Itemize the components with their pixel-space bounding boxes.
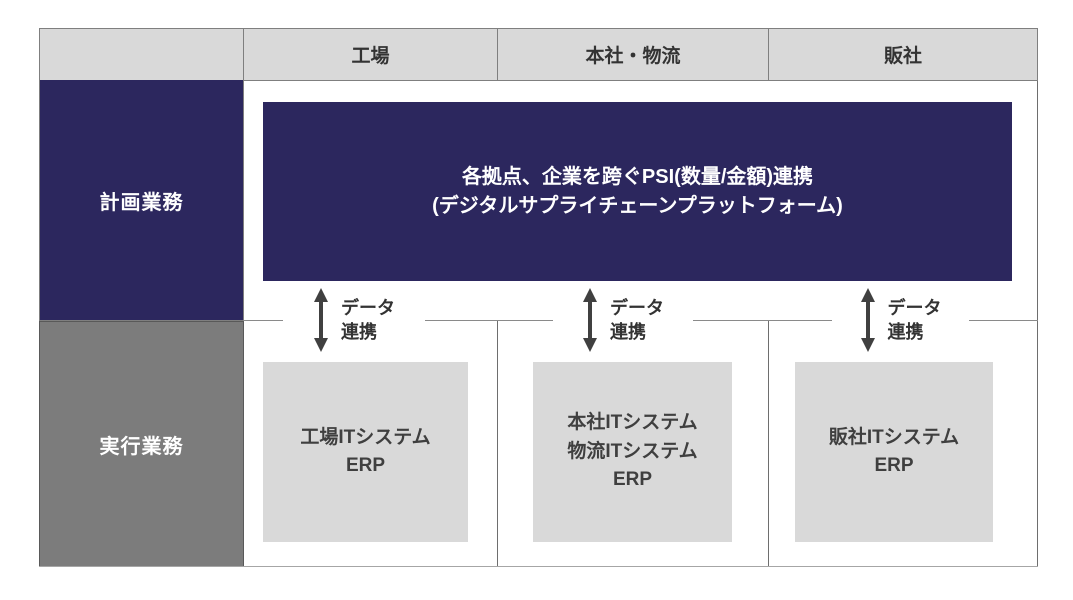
table-right-border (1037, 81, 1038, 567)
psi-platform-title-line1: 各拠点、企業を跨ぐPSI(数量/金額)連携 (461, 165, 814, 188)
header-cell-empty (39, 28, 244, 81)
data-link-group-factory: データ 連携 (283, 286, 425, 354)
row-label-execution: 実行業務 (39, 321, 244, 567)
system-box-hq-logistics: 本社ITシステム 物流ITシステム ERP (533, 362, 732, 542)
data-link-group-hq-logistics: データ 連携 (553, 286, 693, 354)
data-link-label-line1: データ (887, 297, 942, 318)
system-box-factory: 工場ITシステム ERP (263, 362, 468, 542)
header-cell-hq-logistics: 本社・物流 (497, 28, 769, 81)
column-divider-2 (768, 321, 769, 567)
system-box-line: ERP (345, 455, 386, 476)
system-box-line: ERP (874, 455, 914, 476)
data-link-label-line2: 連携 (610, 322, 646, 342)
data-link-label-line1: データ (610, 297, 664, 318)
system-box-line: 本社ITシステム (567, 412, 698, 434)
data-link-label-line2: 連携 (341, 322, 377, 342)
column-divider-1 (497, 321, 498, 567)
psi-platform-box: 各拠点、企業を跨ぐPSI(数量/金額)連携 (デジタルサプライチェーンプラットフ… (263, 102, 1012, 281)
double-arrow-icon (583, 288, 597, 352)
header-cell-sales-company: 販社 (768, 28, 1038, 81)
data-link-label: データ 連携 (341, 296, 395, 345)
system-box-sales-company: 販社ITシステム ERP (795, 362, 993, 542)
data-link-label-line1: データ (341, 297, 395, 318)
data-link-label: データ 連携 (888, 296, 942, 345)
data-link-label-line2: 連携 (887, 322, 924, 342)
system-box-line: 販社ITシステム (828, 426, 960, 448)
system-box-line: ERP (612, 469, 653, 491)
data-link-group-sales-company: データ 連携 (832, 286, 969, 354)
row-label-planning: 計画業務 (39, 80, 244, 321)
double-arrow-icon (860, 288, 875, 352)
header-cell-factory: 工場 (243, 28, 498, 81)
system-box-line: 物流ITシステム (567, 440, 698, 462)
double-arrow-icon (314, 288, 328, 352)
system-box-line: 工場ITシステム (300, 426, 431, 448)
psi-platform-title-line2: (デジタルサプライチェーンプラットフォーム) (432, 194, 843, 217)
data-link-label: データ 連携 (610, 296, 664, 345)
table-bottom-border (39, 566, 1038, 567)
